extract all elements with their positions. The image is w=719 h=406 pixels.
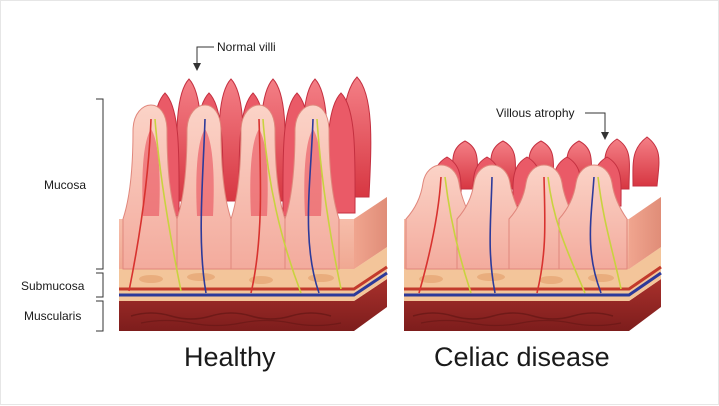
celiac-block — [404, 136, 662, 331]
layer-brackets — [96, 98, 104, 332]
mucosa-label: Mucosa — [44, 178, 86, 192]
callout-lines — [196, 46, 606, 133]
celiac-muscularis-layer — [404, 279, 661, 331]
healthy-muscularis-layer — [119, 279, 387, 331]
villous-atrophy-label: Villous atrophy — [496, 106, 575, 120]
healthy-caption: Healthy — [184, 342, 276, 372]
muscularis-label: Muscularis — [24, 309, 81, 323]
celiac-caption: Celiac disease — [434, 342, 610, 372]
healthy-block — [119, 76, 388, 331]
normal-villi-label: Normal villi — [217, 40, 276, 54]
submucosa-label: Submucosa — [21, 279, 85, 293]
villous-atrophy-arrow — [601, 132, 609, 140]
normal-villi-arrow — [193, 63, 201, 71]
